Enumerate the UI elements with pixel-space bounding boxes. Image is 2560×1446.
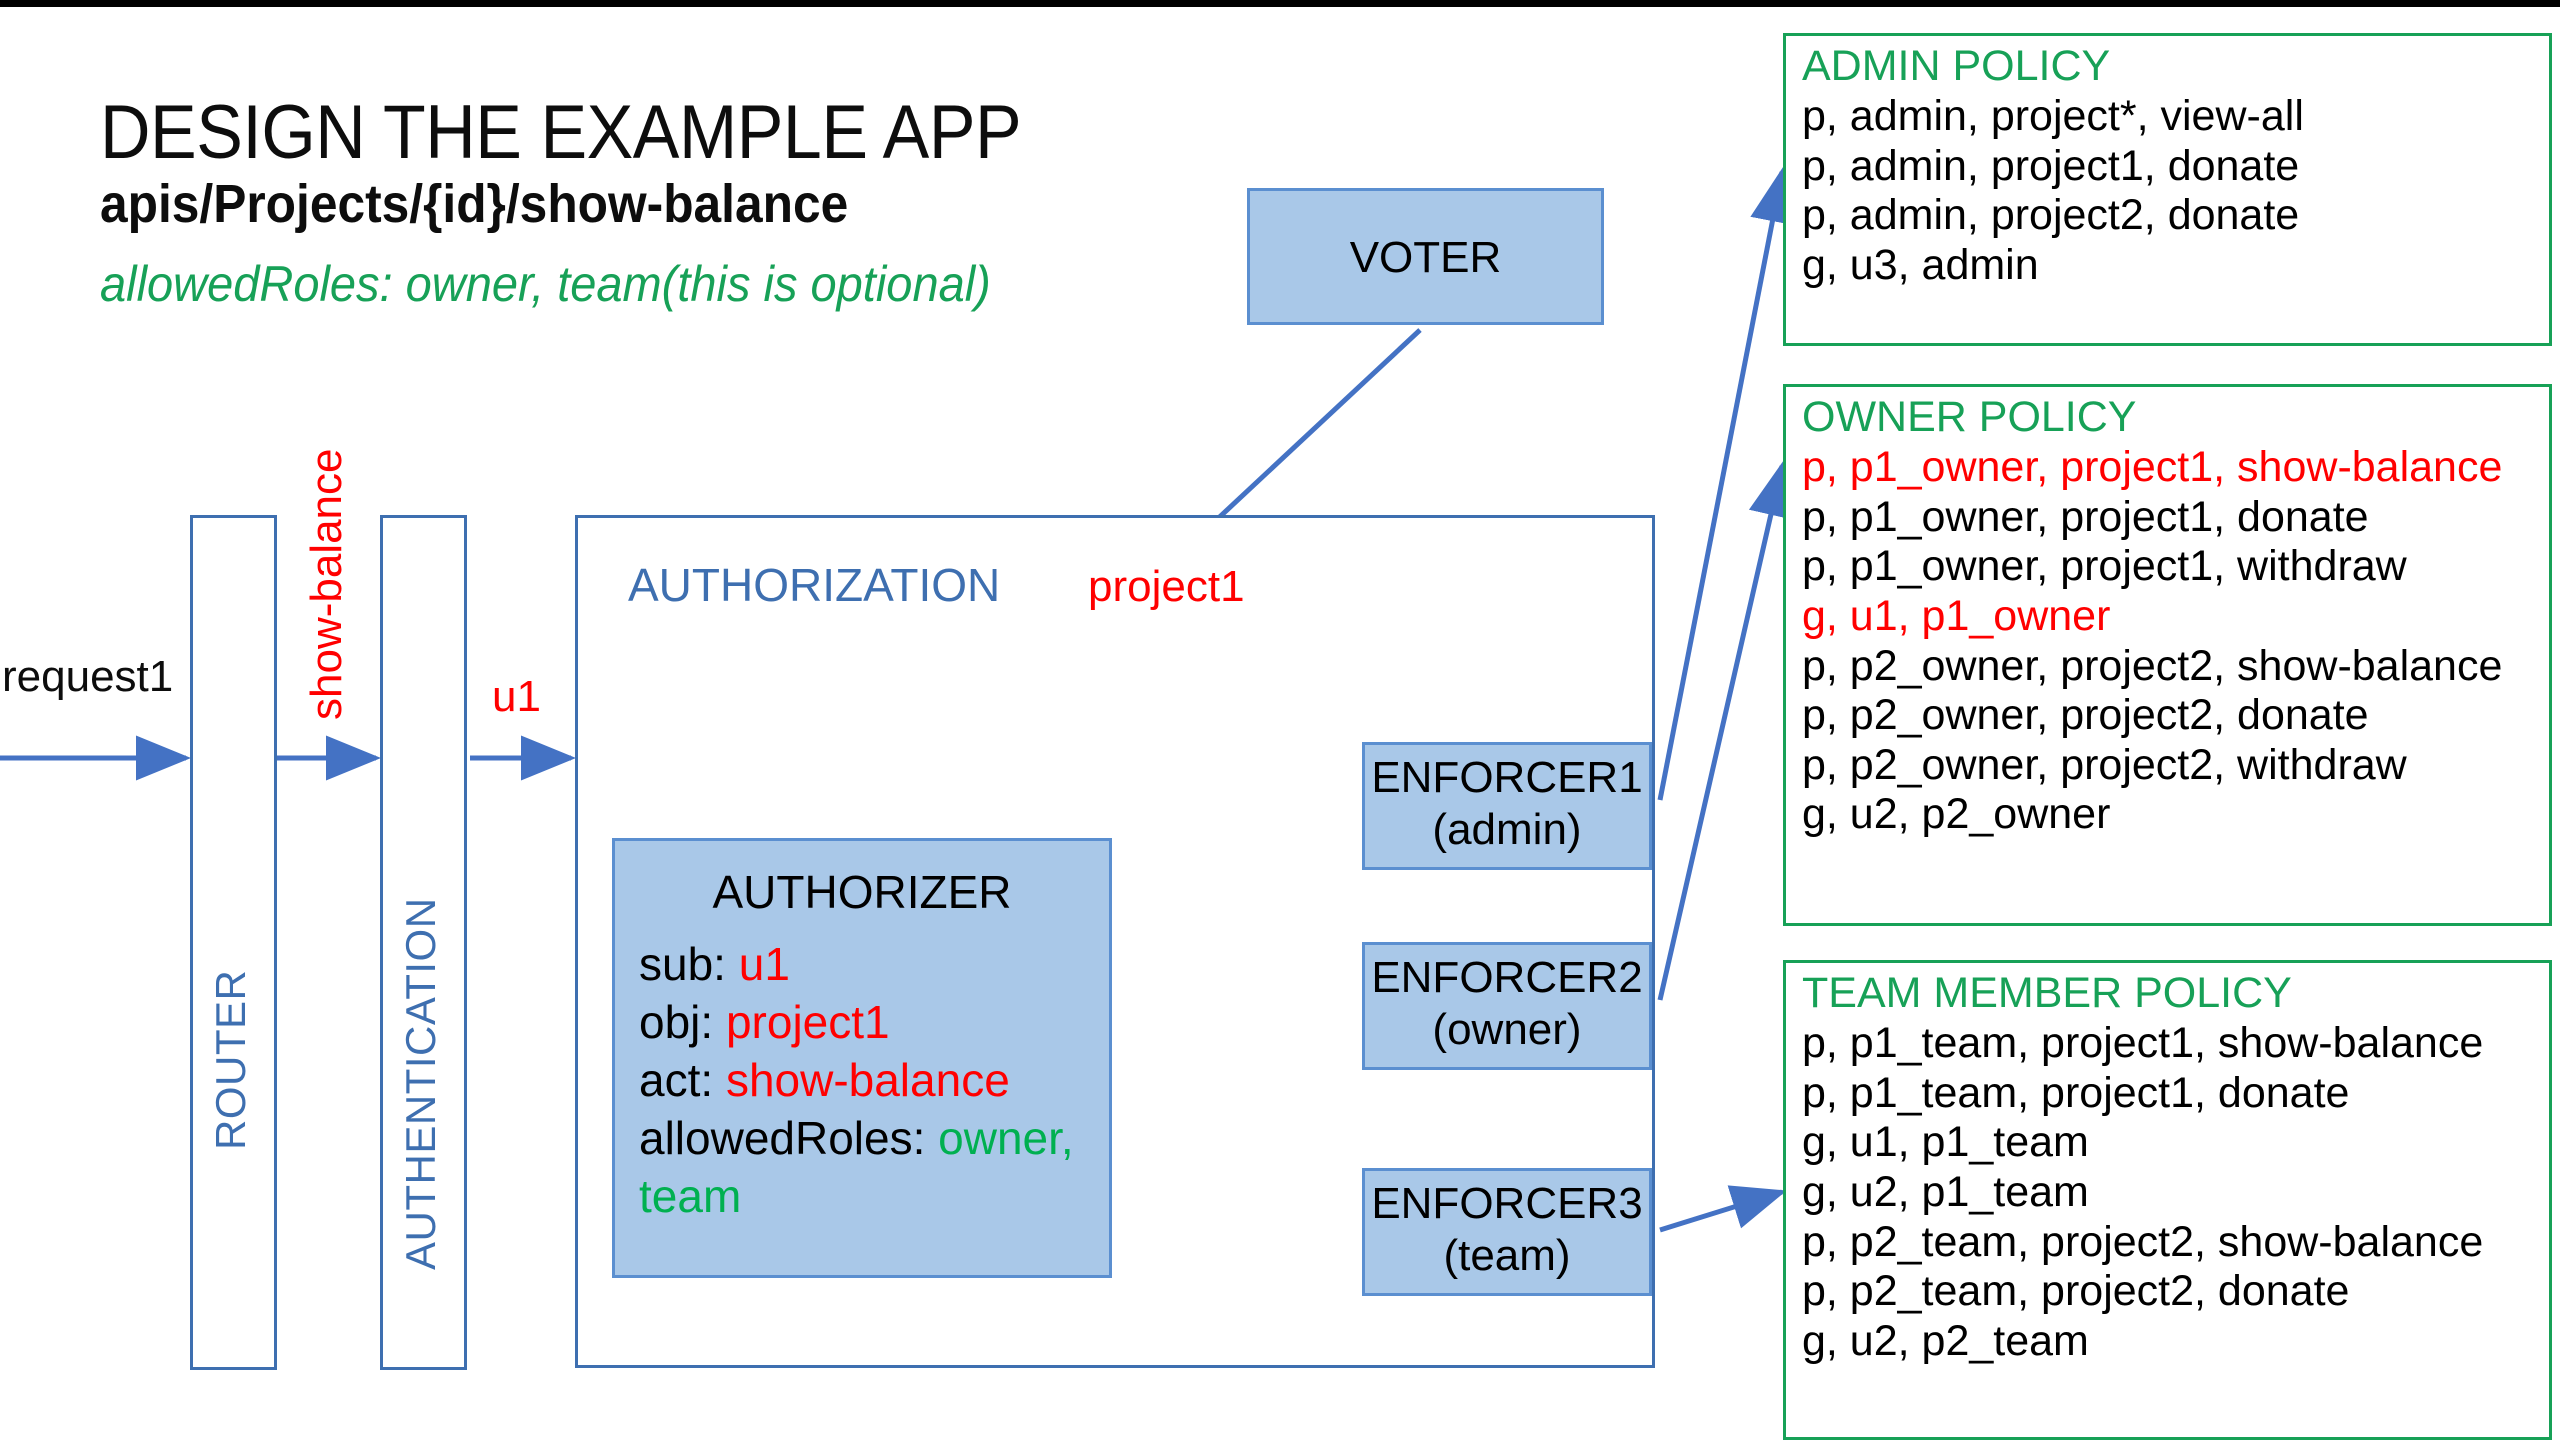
owner-policy-line: p, p1_owner, project1, donate: [1802, 492, 2369, 541]
owner-policy-line: g, u1, p1_owner: [1802, 591, 2111, 640]
owner-policy-line: g, u2, p2_owner: [1802, 790, 2111, 839]
owner-policy-line: p, p2_owner, project2, withdraw: [1802, 740, 2407, 789]
authorizer-box[interactable]: AUTHORIZER sub: u1 obj: project1 act: sh…: [612, 838, 1112, 1278]
team-policy-line: p, p1_team, project1, donate: [1802, 1068, 2350, 1117]
team-policy-line: p, p2_team, project2, show-balance: [1802, 1217, 2484, 1266]
authorizer-obj-row: obj: project1: [639, 999, 890, 1045]
authorizer-sub-row: sub: u1: [639, 941, 790, 987]
admin-policy-title: ADMIN POLICY: [1802, 42, 2111, 90]
authorizer-roles-value-1: owner,: [938, 1112, 1074, 1164]
authentication-box[interactable]: [380, 515, 467, 1370]
authorizer-heading: AUTHORIZER: [712, 866, 1012, 918]
allowed-roles-note: allowedRoles: owner, team(this is option…: [100, 256, 991, 313]
enforcer1-role: (admin): [1432, 805, 1582, 854]
team-policy-line: g, u1, p1_team: [1802, 1118, 2089, 1167]
owner-policy-line: p, p2_owner, project2, show-balance: [1802, 641, 2503, 690]
enforcer1-box[interactable]: ENFORCER1 (admin): [1362, 742, 1652, 870]
team-policy-title: TEAM MEMBER POLICY: [1802, 969, 2292, 1017]
authorizer-obj-value: project1: [725, 996, 890, 1048]
authorizer-act-row: act: show-balance: [639, 1057, 1010, 1103]
title-block: DESIGN THE EXAMPLE APP apis/Projects/{id…: [100, 95, 1280, 313]
router-label: ROUTER: [207, 969, 254, 1150]
enforcer3-role: (team): [1443, 1231, 1571, 1280]
authentication-label: AUTHENTICATION: [397, 897, 444, 1270]
enforcer3-box[interactable]: ENFORCER3 (team): [1362, 1168, 1652, 1296]
enforcer2-box[interactable]: ENFORCER2 (owner): [1362, 942, 1652, 1070]
project1-flow-label: project1: [1088, 562, 1245, 611]
authorizer-sub-value: u1: [738, 938, 790, 990]
admin-policy-line: p, admin, project1, donate: [1802, 141, 2300, 190]
top-black-bar: [0, 0, 2560, 7]
team-policy-line: p, p1_team, project1, show-balance: [1802, 1018, 2484, 1067]
request1-label: request1: [2, 652, 174, 701]
team-policy-line: g, u2, p1_team: [1802, 1167, 2089, 1216]
owner-policy-title: OWNER POLICY: [1802, 393, 2137, 441]
authorizer-roles-value-2: team: [639, 1170, 742, 1222]
authorizer-act-key: act:: [639, 1054, 726, 1106]
admin-policy-box[interactable]: ADMIN POLICY p, admin, project*, view-al…: [1783, 33, 2552, 346]
admin-policy-line: p, admin, project*, view-all: [1802, 91, 2304, 140]
authorizer-act-value: show-balance: [725, 1054, 1010, 1106]
admin-policy-line: g, u3, admin: [1802, 240, 2039, 289]
enforcer2-role: (owner): [1432, 1005, 1582, 1054]
owner-policy-line: p, p1_owner, project1, show-balance: [1802, 442, 2503, 491]
authorizer-roles-row: allowedRoles: owner,: [639, 1115, 1074, 1161]
owner-policy-box[interactable]: OWNER POLICY p, p1_owner, project1, show…: [1783, 384, 2552, 926]
page-title: DESIGN THE EXAMPLE APP: [100, 90, 1022, 175]
router-box[interactable]: [190, 515, 277, 1370]
authorizer-sub-key: sub:: [639, 938, 739, 990]
authorizer-roles-key: allowedRoles:: [639, 1112, 939, 1164]
owner-policy-line: p, p2_owner, project2, donate: [1802, 691, 2369, 740]
voter-box[interactable]: VOTER: [1247, 188, 1604, 325]
team-member-policy-box[interactable]: TEAM MEMBER POLICY p, p1_team, project1,…: [1783, 960, 2552, 1440]
endpoint-subtitle: apis/Projects/{id}/show-balance: [100, 174, 849, 234]
enforcer3-name: ENFORCER3: [1371, 1179, 1643, 1228]
authorizer-obj-key: obj:: [639, 996, 726, 1048]
owner-policy-line: p, p1_owner, project1, withdraw: [1802, 542, 2407, 591]
show-balance-flow-label: show-balance: [302, 448, 351, 721]
team-policy-line: g, u2, p2_team: [1802, 1316, 2089, 1365]
voter-label: VOTER: [1349, 233, 1502, 282]
admin-policy-line: p, admin, project2, donate: [1802, 191, 2300, 240]
u1-flow-label: u1: [492, 672, 541, 721]
enforcer2-name: ENFORCER2: [1371, 953, 1643, 1002]
team-policy-line: p, p2_team, project2, donate: [1802, 1267, 2350, 1316]
enforcer1-name: ENFORCER1: [1371, 753, 1643, 802]
authorization-label: AUTHORIZATION: [628, 559, 1001, 611]
